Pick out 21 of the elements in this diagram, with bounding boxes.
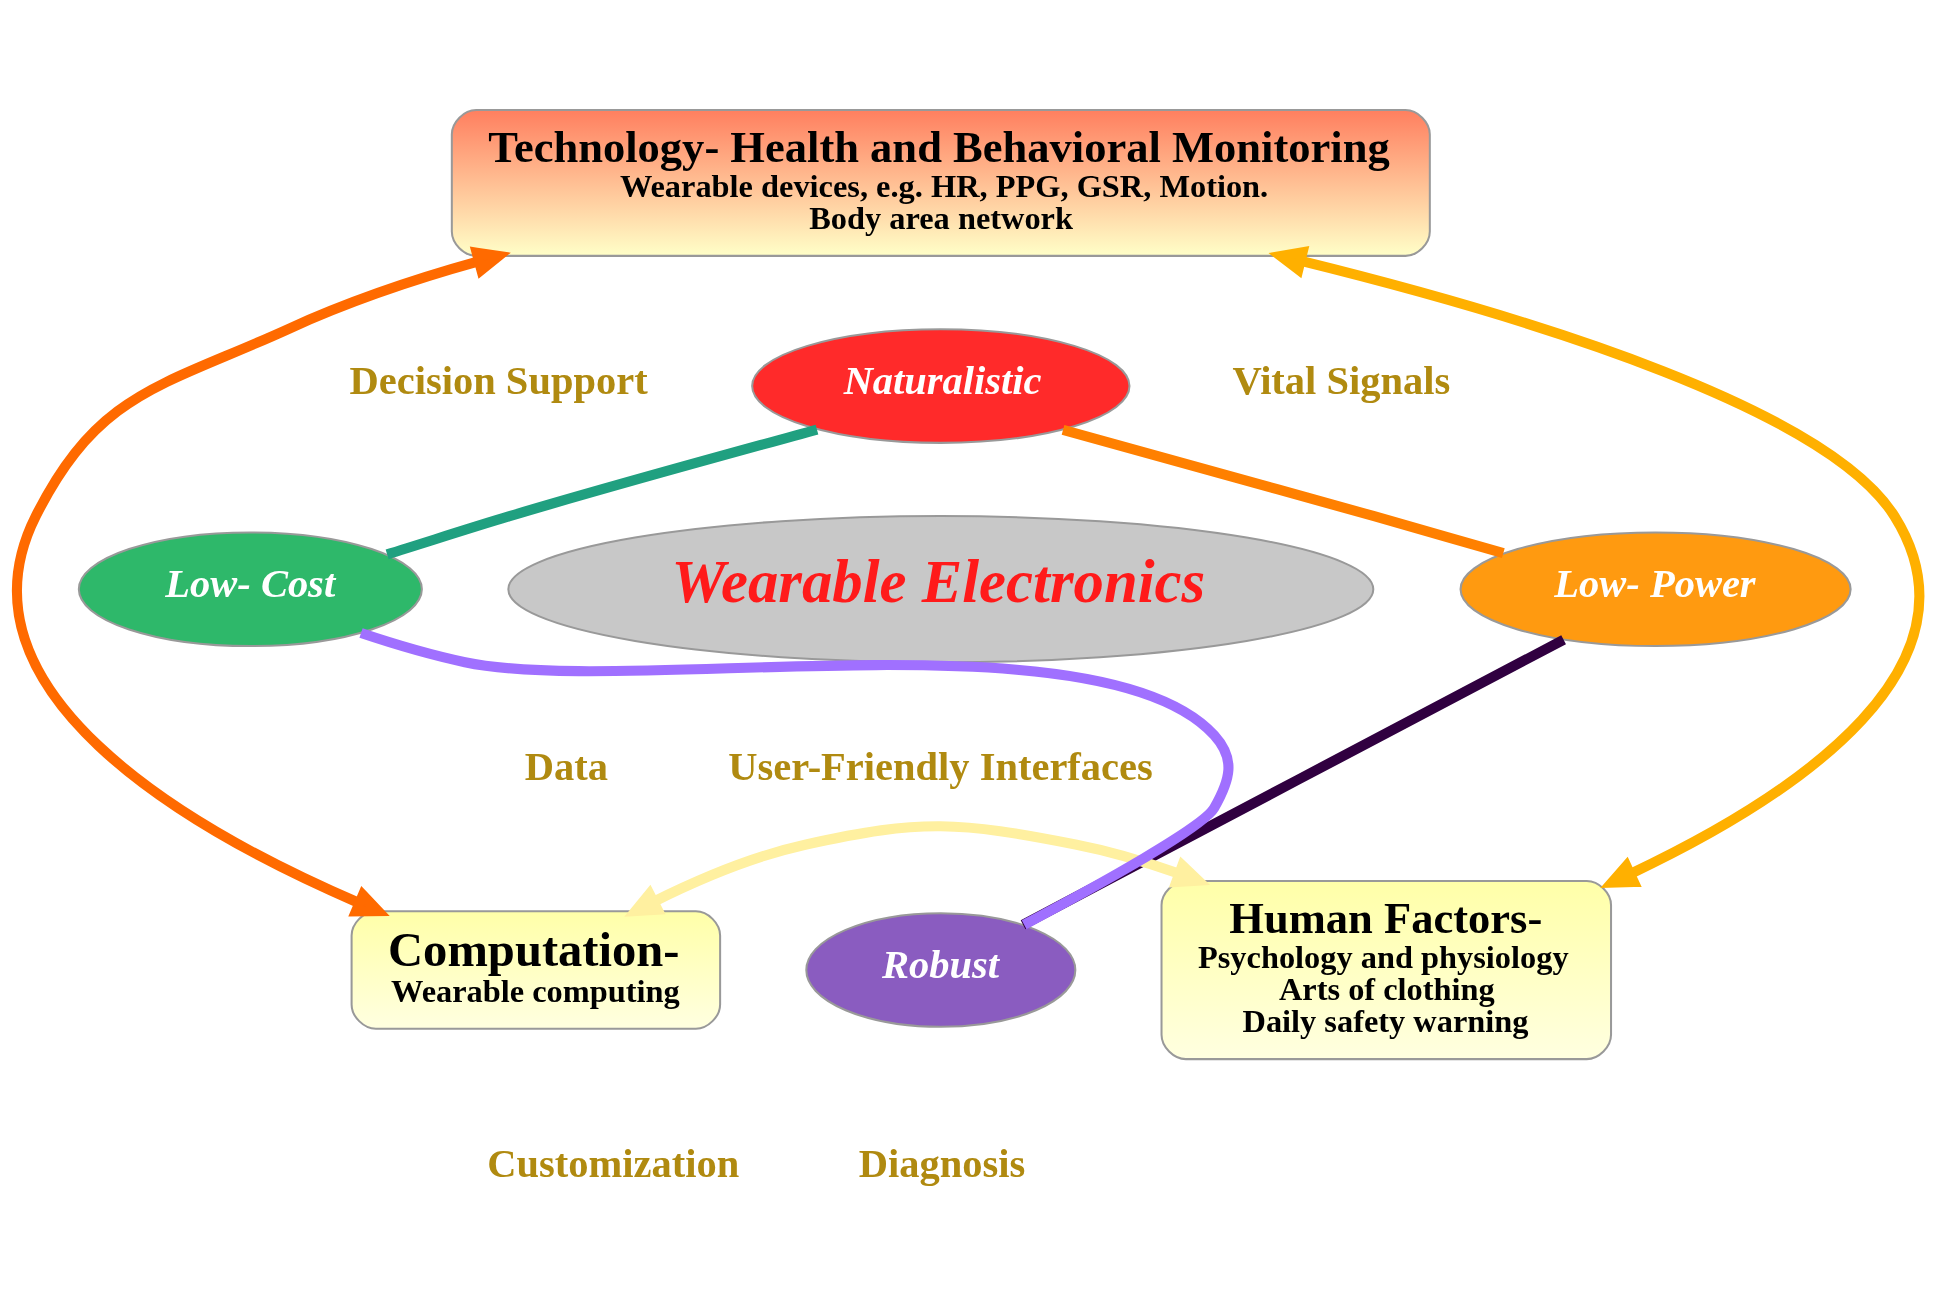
arrow — [624, 821, 1211, 917]
node-ellipse: Naturalistic — [751, 328, 1131, 444]
label: Customization — [487, 1140, 740, 1186]
label: User-Friendly Interfaces — [728, 743, 1153, 789]
node-ellipse: Robust — [805, 912, 1077, 1028]
node-ellipse: Low- Power — [1459, 531, 1852, 648]
arrow — [1268, 245, 1925, 888]
connector — [1061, 425, 1505, 559]
node-box: Computation- Wearable computing — [350, 910, 722, 1030]
arrow — [12, 246, 511, 917]
connector — [1020, 635, 1566, 930]
label: Data — [524, 743, 608, 789]
node-box: Human Factors- Psychology and physiology Arts of clothing Daily safety warning — [1160, 879, 1613, 1061]
node-ellipse: Low- Cost — [77, 531, 423, 648]
label: Decision Support — [349, 358, 648, 404]
connector — [385, 424, 819, 560]
label: Diagnosis — [858, 1140, 1026, 1186]
label: Vital Signals — [1232, 358, 1451, 404]
connector — [359, 628, 1234, 930]
node-box: Technology- Health and Behavioral Monitoring Wearable devices, e.g. HR, PPG, GSR, Motion. Body area network — [450, 109, 1431, 257]
node-ellipse: Wearable Electronics — [507, 515, 1375, 664]
